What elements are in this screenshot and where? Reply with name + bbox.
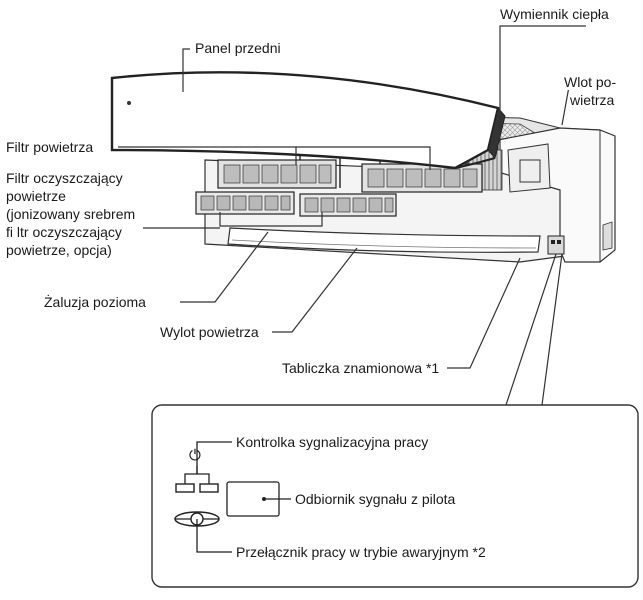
- label-purifying-filter-4: fi ltr oczyszczający: [6, 224, 122, 240]
- purifying-filter-right: [300, 194, 396, 216]
- label-air-inlet-line1: Wlot po-: [564, 74, 616, 90]
- label-purifying-filter-5: powietrze, opcja): [6, 242, 112, 258]
- label-purifying-filter-3: (jonizowany srebrem: [6, 206, 135, 222]
- label-emergency-switch: Przełącznik pracy w trybie awaryjnym *2: [236, 544, 486, 560]
- front-panel: [112, 72, 505, 168]
- unit-display: [548, 236, 564, 254]
- indicator-lamp-right: [200, 484, 218, 492]
- label-purifying-filter-1: Filtr oczyszczający: [6, 170, 123, 186]
- label-horizontal-louver: Żaluzja pozioma: [44, 294, 146, 310]
- label-operation-indicator: Kontrolka sygnalizacyjna pracy: [236, 434, 428, 450]
- label-air-inlet-line2: wietrza: [570, 92, 614, 108]
- label-purifying-filter-2: powietrze: [6, 188, 66, 204]
- label-air-outlet: Wylot powietrza: [160, 324, 259, 340]
- label-heat-exchanger: Wymiennik ciepła: [500, 6, 609, 22]
- purifying-filter-left: [196, 192, 294, 214]
- air-filter-left: [218, 160, 336, 188]
- label-air-filter: Filtr powietrza: [6, 139, 93, 155]
- label-nameplate: Tabliczka znamionowa *1: [282, 360, 439, 376]
- label-remote-receiver: Odbiornik sygnału z pilota: [295, 491, 455, 507]
- power-symbol-icon: ⏻: [189, 447, 201, 463]
- air-filter-right: [362, 164, 482, 192]
- label-front-panel: Panel przedni: [195, 40, 281, 56]
- indicator-lamp-left: [176, 484, 194, 492]
